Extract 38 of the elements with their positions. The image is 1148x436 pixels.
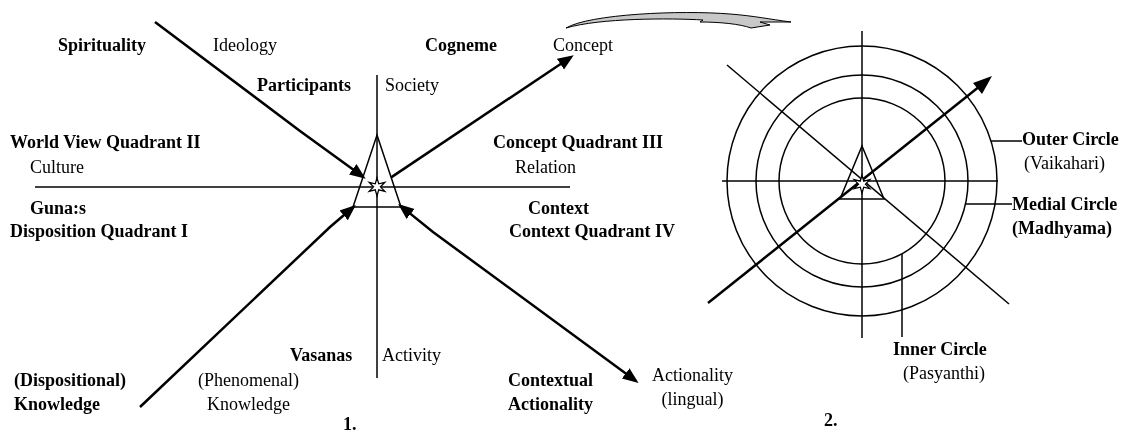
concept-label: Participants [257,74,351,97]
leader-line [990,140,1023,142]
concept-label: Culture [30,156,84,179]
concept-label: (Phenomenal) Knowledge [197,369,300,416]
ring-circle [778,97,946,265]
concept-label: Cogneme [425,34,497,57]
arrow [390,55,574,179]
concept-label: Concept Quadrant III [493,131,664,154]
circle-name: Medial Circle (Madhyama) [1012,193,1119,240]
figure-number: 2. [824,409,838,432]
concept-label: Context [528,197,589,220]
circle-name: Outer Circle [1022,128,1119,151]
concept-label: Ideology [213,34,277,57]
leader-line [964,203,1013,205]
concept-label: Activity [382,344,441,367]
ring-circle [755,74,969,288]
concept-label: Guna:s [30,197,87,220]
arrow [154,21,366,179]
concept-label: Vasanas [290,344,353,367]
arrow [398,203,639,383]
concept-label: World View Quadrant II [10,131,201,154]
concept-label: Actionality (lingual) [651,364,734,411]
concept-label: Context Quadrant IV [509,220,675,243]
leader-line [901,253,903,338]
concept-label: Contextual Actionality [507,369,594,416]
triangle-star-symbol [353,135,401,207]
arrow [139,204,356,408]
concept-label: Spirituality [58,34,146,57]
concept-label: Concept [553,34,613,57]
concept-label: (Dispositional) Knowledge [14,369,128,416]
circle-subtitle: (Pasyanthi) [902,362,985,385]
circle-name: Inner Circle [893,338,987,361]
concept-label: Relation [515,156,576,179]
circle-subtitle: (Vaikahari) [1023,152,1105,175]
figure-number: 1. [343,413,357,436]
triangle-star-symbol [840,146,884,199]
concept-label: Society [385,74,439,97]
concept-label: Disposition Quadrant I [10,220,189,243]
